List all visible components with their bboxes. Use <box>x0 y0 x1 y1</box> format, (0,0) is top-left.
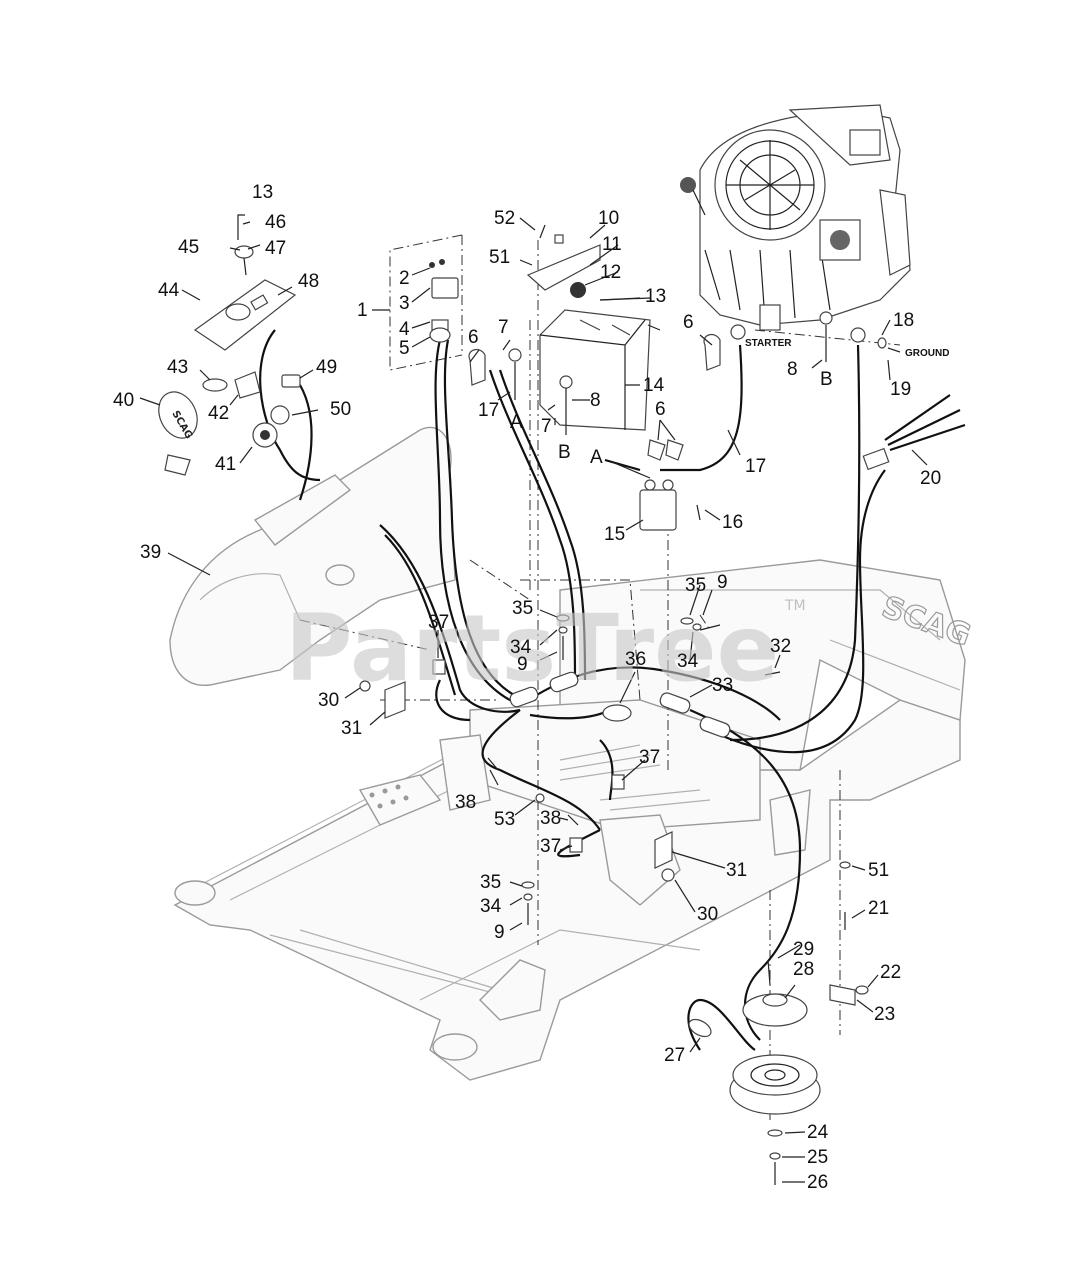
small-parts <box>158 234 966 1185</box>
callout-27: 27 <box>664 1045 685 1066</box>
callout-30-right: 30 <box>697 904 718 925</box>
callout-41: 41 <box>215 454 236 475</box>
callout-9-bottom: 9 <box>494 922 505 943</box>
callout-13: 13 <box>252 182 273 203</box>
callout-49: 49 <box>316 357 337 378</box>
callout-35-bottom: 35 <box>480 872 501 893</box>
callout-22: 22 <box>880 962 901 983</box>
text-labels: STARTER GROUND A A B B SCAG PartsTree TM <box>169 338 949 702</box>
callout-51-top: 51 <box>489 247 510 268</box>
part-callouts: 13 46 45 47 44 48 43 49 40 42 50 41 39 2… <box>113 182 941 1193</box>
wire-point-a-battery: A <box>510 412 523 433</box>
callout-6-solenoid: 6 <box>655 399 666 420</box>
callout-4: 4 <box>399 319 410 340</box>
callout-28: 28 <box>793 959 814 980</box>
callout-18: 18 <box>893 310 914 331</box>
ground-label: GROUND <box>905 348 949 359</box>
callout-30-left: 30 <box>318 690 339 711</box>
callout-53: 53 <box>494 809 515 830</box>
callout-23: 23 <box>874 1004 895 1025</box>
callout-7-top: 7 <box>498 317 509 338</box>
callout-37-right: 37 <box>540 836 561 857</box>
callout-9-top: 9 <box>517 654 528 675</box>
callout-7-battery: 7 <box>541 416 552 437</box>
callout-48: 48 <box>298 271 319 292</box>
callout-37-left: 37 <box>428 612 449 633</box>
callout-43: 43 <box>167 357 188 378</box>
callout-11: 11 <box>602 234 622 255</box>
callout-37-mid: 37 <box>639 747 660 768</box>
seat-pan <box>169 426 456 686</box>
callout-21: 21 <box>868 898 889 919</box>
callout-34-right: 34 <box>677 651 699 672</box>
callout-39: 39 <box>140 542 161 563</box>
watermark: PartsTree <box>285 595 779 702</box>
callout-20: 20 <box>920 468 941 489</box>
callout-2: 2 <box>399 268 410 289</box>
callout-35-right: 35 <box>685 575 706 596</box>
callout-45: 45 <box>178 237 199 258</box>
callout-36: 36 <box>625 649 646 670</box>
callout-12: 12 <box>600 262 621 283</box>
mower-frame: SCAG <box>173 559 976 1081</box>
callout-15: 15 <box>604 524 625 545</box>
callout-29: 29 <box>793 939 814 960</box>
callout-34-top: 34 <box>510 637 532 658</box>
callout-24: 24 <box>807 1122 829 1143</box>
callout-32: 32 <box>770 636 791 657</box>
callout-31-left: 31 <box>341 718 362 739</box>
callout-6-engine: 6 <box>683 312 694 333</box>
wire-point-b-battery: B <box>558 442 571 463</box>
callout-31-right: 31 <box>726 860 747 881</box>
callout-16: 16 <box>722 512 743 533</box>
callout-47: 47 <box>265 238 286 259</box>
leader-lines <box>139 214 928 1183</box>
callout-44: 44 <box>158 280 180 301</box>
callout-17-right: 17 <box>745 456 766 477</box>
callout-10: 10 <box>598 208 619 229</box>
callout-13-battery: 13 <box>645 286 666 307</box>
callout-51-bottom: 51 <box>868 860 889 881</box>
callout-8-engine: 8 <box>787 359 798 380</box>
callout-35-top: 35 <box>512 598 533 619</box>
callout-8-battery: 8 <box>590 390 601 411</box>
engine <box>680 104 911 331</box>
callout-26: 26 <box>807 1172 828 1193</box>
callout-5: 5 <box>399 338 410 359</box>
callout-38-left: 38 <box>455 792 476 813</box>
callout-14: 14 <box>643 375 665 396</box>
callout-38-right: 38 <box>540 808 561 829</box>
wire-point-b-engine: B <box>820 369 833 390</box>
callout-40: 40 <box>113 390 134 411</box>
wire-point-a-solenoid: A <box>590 447 603 468</box>
trademark-symbol: TM <box>784 598 806 614</box>
callout-34-bottom: 34 <box>480 896 502 917</box>
callout-17-left: 17 <box>478 400 499 421</box>
callout-50: 50 <box>330 399 351 420</box>
callout-42: 42 <box>208 403 229 424</box>
callout-33: 33 <box>712 675 733 696</box>
callout-46: 46 <box>265 212 286 233</box>
starter-label: STARTER <box>745 338 792 349</box>
callout-19: 19 <box>890 379 911 400</box>
callout-1: 1 <box>357 300 368 321</box>
callout-9-right: 9 <box>717 572 728 593</box>
callout-25: 25 <box>807 1147 828 1168</box>
callout-3: 3 <box>399 293 410 314</box>
callout-52: 52 <box>494 208 515 229</box>
callout-6-left: 6 <box>468 327 479 348</box>
